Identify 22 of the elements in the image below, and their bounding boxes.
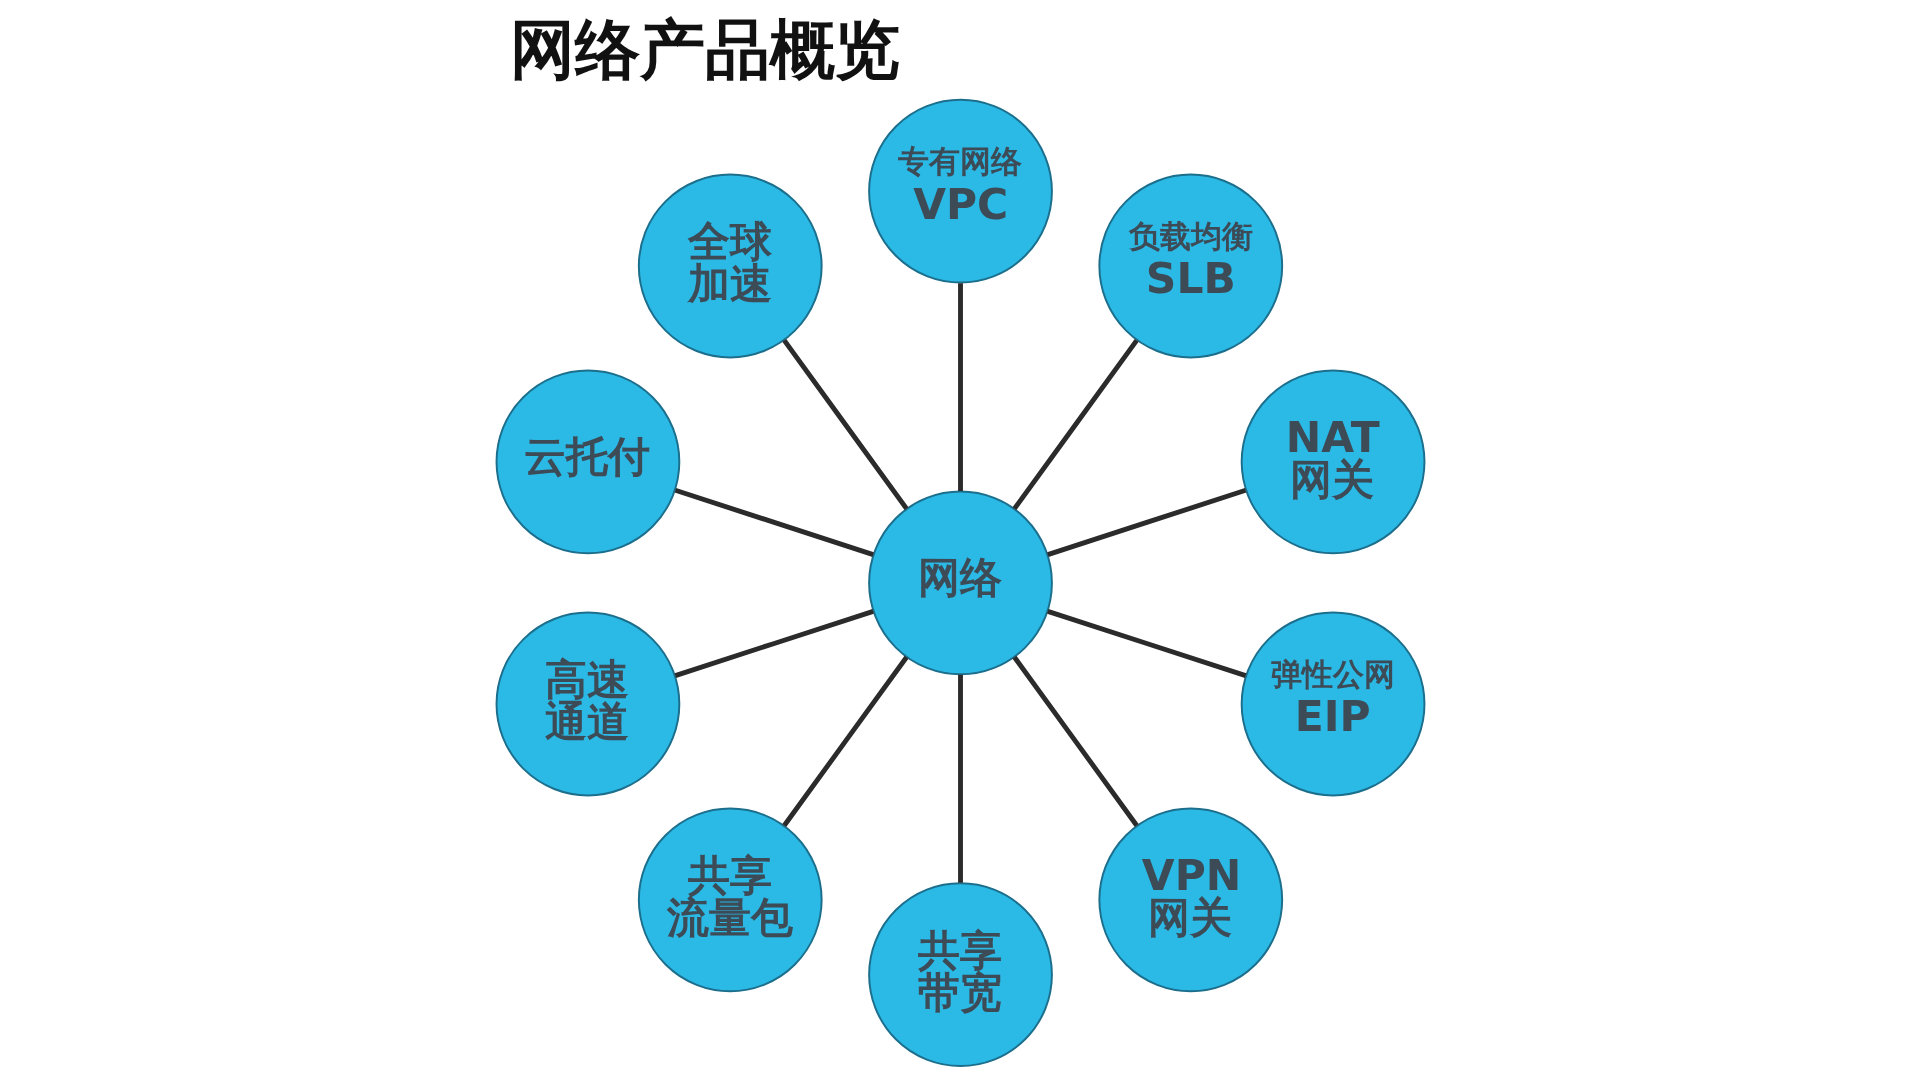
- node-circle: 负载均衡 SLB: [1098, 173, 1284, 359]
- node-circle: 弹性公网 EIP: [1240, 611, 1426, 797]
- node-circle: 专有网络 VPC: [868, 98, 1053, 284]
- node-circle: VPN网关: [1098, 807, 1284, 993]
- connector: [674, 609, 874, 678]
- node-circle: 共享流量包: [637, 807, 823, 993]
- node-circle: 全球加速: [637, 173, 823, 359]
- node-circle: 高速通道: [495, 611, 681, 797]
- connector: [958, 674, 963, 883]
- connector: [782, 338, 909, 511]
- connector: [1047, 487, 1247, 557]
- node-circle: 共享带宽: [868, 882, 1053, 1068]
- connector: [782, 655, 909, 827]
- connector: [1012, 338, 1139, 511]
- connector: [1047, 609, 1247, 678]
- node-circle: NAT网关: [1240, 369, 1426, 555]
- node-circle: 网络: [868, 490, 1053, 676]
- connector: [1012, 655, 1139, 827]
- connector: [674, 487, 874, 557]
- connector: [958, 283, 963, 492]
- node-circle: 云托付: [495, 369, 681, 555]
- diagram-title: 网络产品概览: [509, 11, 900, 88]
